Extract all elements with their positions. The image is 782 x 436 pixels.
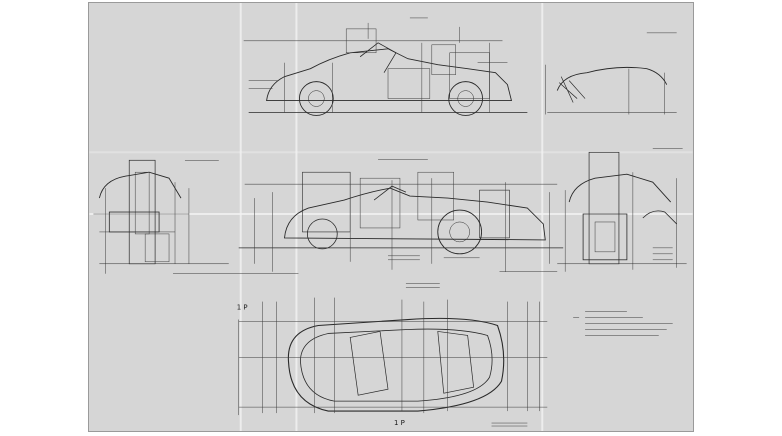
blueprint-sheet: 1 P 1 P (88, 2, 694, 432)
rear-view-right (557, 148, 687, 272)
plan-marker-left: 1 P (237, 304, 248, 312)
front-view-left (93, 159, 299, 274)
plan-marker-right: 1 P (394, 419, 405, 427)
blueprint-drawing: 1 P 1 P (89, 3, 693, 431)
section-top-right (545, 32, 677, 115)
side-elevation-middle (238, 159, 564, 272)
notes-block (573, 311, 673, 336)
side-elevation-top (243, 17, 528, 116)
paper-folds (89, 3, 693, 431)
plan-view-bottom: 1 P 1 P (237, 283, 548, 427)
